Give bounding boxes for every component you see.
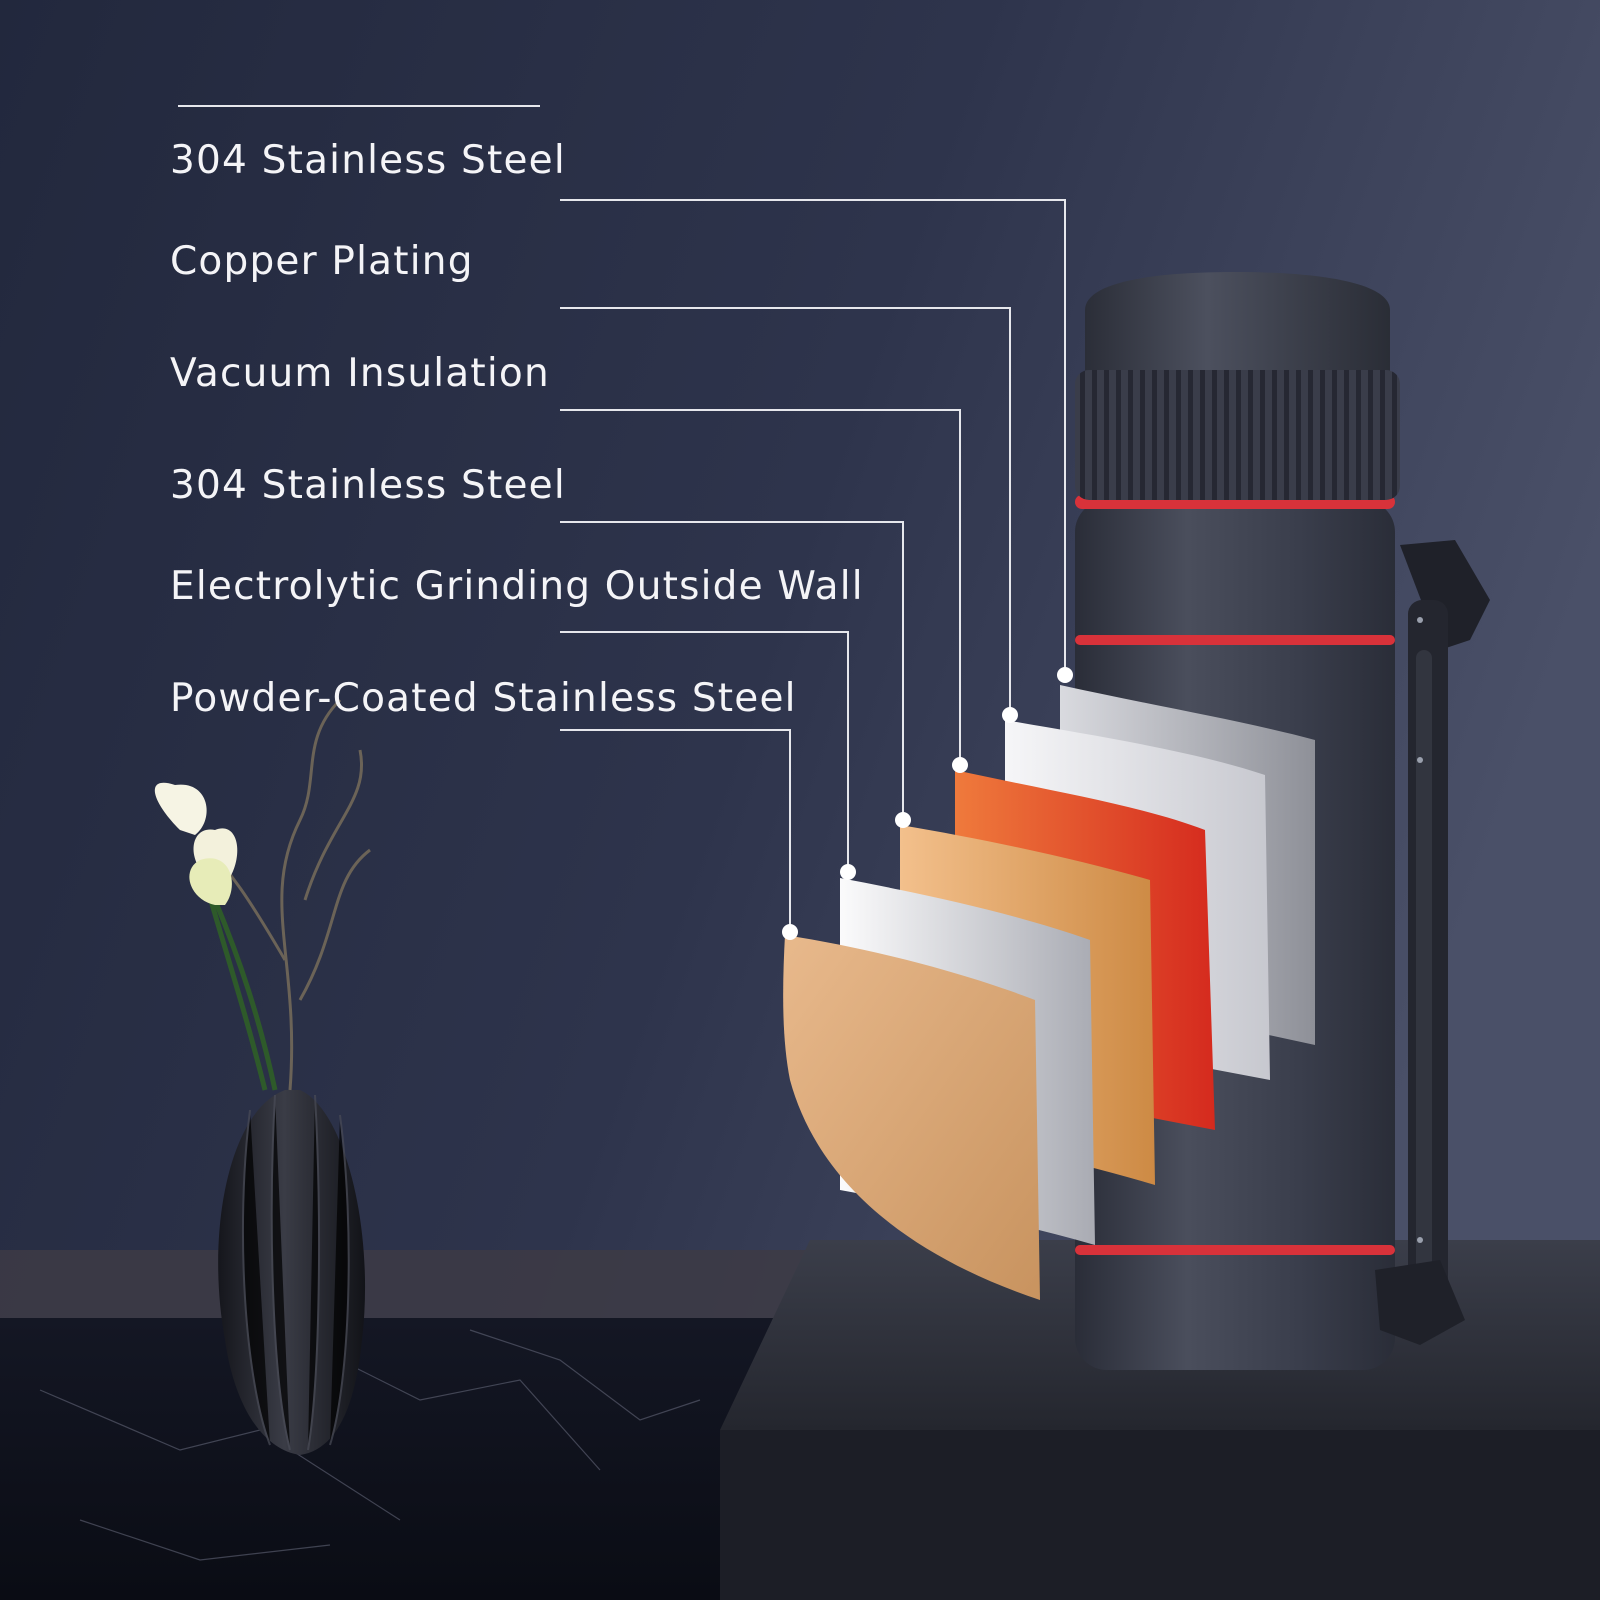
layer-label-5: Electrolytic Grinding Outside Wall	[170, 564, 864, 609]
layer-label-2: Copper Plating	[170, 239, 474, 284]
callout-dots	[782, 667, 1073, 940]
callout-lines	[178, 105, 1066, 930]
layer-label-4: 304 Stainless Steel	[170, 463, 566, 508]
layer-label-3: Vacuum Insulation	[170, 351, 550, 396]
vase-decoration	[154, 698, 371, 1455]
layer-label-1: 304 Stainless Steel	[170, 138, 566, 183]
layer-label-6: Powder-Coated Stainless Steel	[170, 676, 797, 721]
layer-panels	[783, 685, 1315, 1300]
